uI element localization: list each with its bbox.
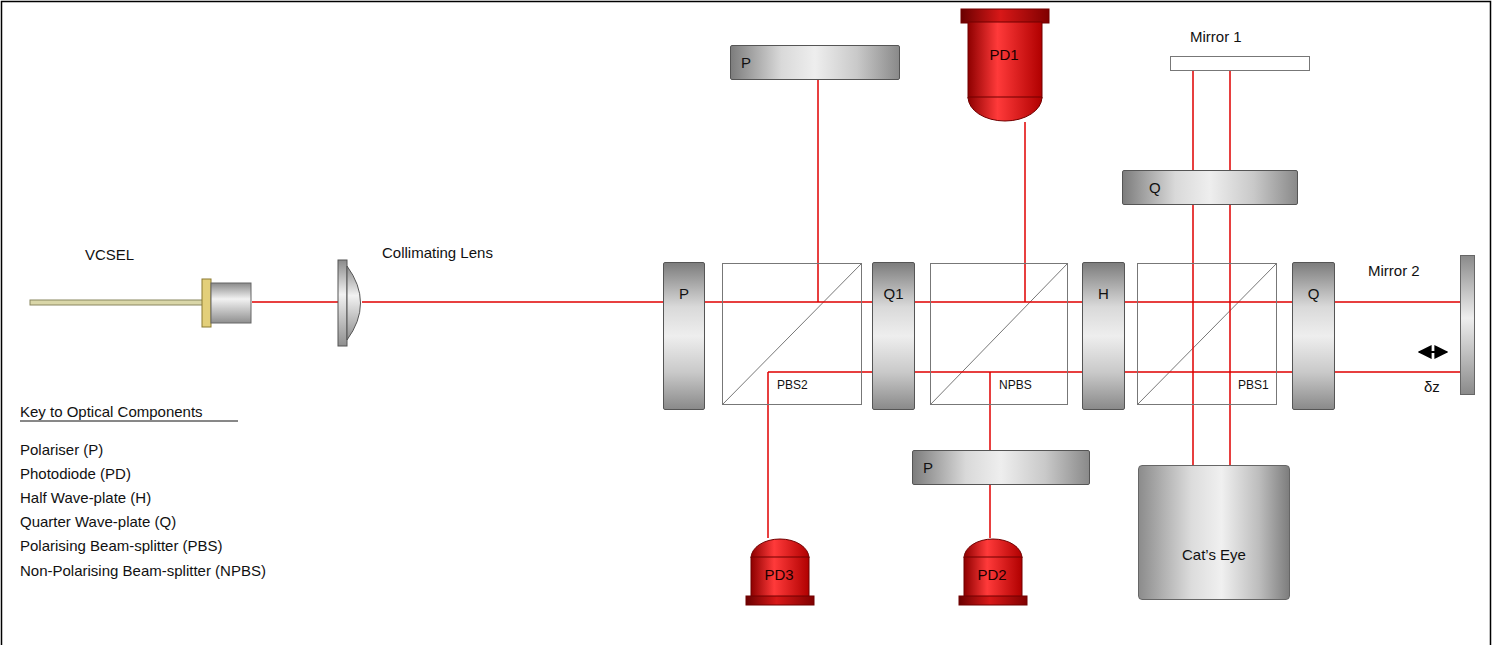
wave-plate: Q1 — [872, 262, 915, 410]
component-label: PD2 — [977, 566, 1006, 583]
component-label: PBS1 — [1238, 378, 1269, 392]
component-outline — [1460, 255, 1475, 395]
wave-plate: P — [912, 450, 1090, 485]
mirror: Mirror 2 — [1460, 255, 1475, 395]
photodiode-base — [746, 596, 814, 605]
photodiode-dome — [964, 539, 1022, 558]
laser-beam — [1335, 302, 1460, 372]
wave-plate: P — [730, 45, 900, 80]
photodiode-dome — [968, 97, 1042, 121]
key-entry: Photodiode (PD) — [20, 465, 131, 482]
part-label: VCSEL — [85, 246, 134, 263]
component-outline — [960, 8, 1050, 122]
heading-underline — [20, 421, 238, 422]
laser-beam — [1193, 71, 1230, 170]
beam-splitter: PBS1 — [1137, 263, 1277, 405]
component-label: H — [1098, 285, 1109, 302]
component-outline — [1170, 56, 1310, 71]
key-entry: Quarter Wave-plate (Q) — [20, 513, 176, 530]
beam-splitter: NPBS — [930, 263, 1068, 405]
wave-plate: H — [1082, 262, 1125, 410]
key-entry: Polariser (P) — [20, 441, 103, 458]
component-label: P — [923, 459, 933, 476]
laser-source: VCSEL — [30, 278, 252, 328]
photodiode-base — [959, 596, 1027, 605]
displacement-label: δz — [1424, 378, 1440, 395]
component-outline — [30, 278, 252, 328]
laser-beam — [915, 302, 930, 372]
mirror-surface — [1171, 57, 1310, 71]
laser-beam — [1137, 263, 1277, 405]
part-label: Collimating Lens — [382, 244, 493, 261]
component-label: Q — [1149, 179, 1161, 196]
lens-dome — [347, 266, 361, 340]
component-label: Q — [1308, 285, 1320, 302]
component-label: PD3 — [764, 566, 793, 583]
component-label: NPBS — [999, 378, 1032, 392]
mirror: Mirror 1 — [1170, 56, 1310, 71]
component-label: P — [679, 285, 689, 302]
laser-beam — [989, 405, 991, 450]
laser-lead — [30, 300, 204, 305]
laser-beam — [1068, 302, 1082, 372]
displacement-arrow — [1419, 351, 1447, 353]
splitter-diagonal — [1137, 263, 1277, 405]
laser-can — [211, 283, 251, 323]
key-entry: Half Wave-plate (H) — [20, 489, 151, 506]
laser-beam — [362, 301, 663, 303]
laser-beam — [989, 485, 991, 538]
component-label: Cat’s Eye — [1182, 546, 1246, 563]
part-label: Mirror 2 — [1368, 262, 1420, 279]
laser-beam — [1277, 302, 1292, 372]
laser-beam — [930, 263, 1068, 405]
part-label: Mirror 1 — [1190, 28, 1242, 45]
component-outline — [338, 260, 362, 346]
cats-eye-reflector: Cat’s Eye — [1138, 465, 1290, 600]
mirror-surface — [1461, 256, 1475, 395]
wave-plate: Q — [1292, 262, 1335, 410]
laser-beam — [817, 80, 819, 263]
beam-splitter: PBS2 — [722, 263, 862, 405]
laser-flange — [202, 279, 211, 327]
lens-mount — [338, 260, 347, 346]
laser-beam — [1193, 405, 1230, 465]
collimating-lens: Collimating Lens — [338, 260, 362, 346]
component-label: Q1 — [883, 285, 903, 302]
key-entry: Non-Polarising Beam-splitter (NPBS) — [20, 562, 266, 579]
photodiode-body — [964, 557, 1022, 597]
splitter-diagonal — [930, 263, 1068, 405]
laser-beam — [252, 301, 338, 303]
key-heading: Key to Optical Components — [20, 403, 203, 420]
laser-beam — [1193, 205, 1230, 263]
photodiode: PD2 — [958, 538, 1028, 606]
component-label: P — [741, 54, 751, 71]
photodiode-dome — [751, 539, 809, 558]
laser-beam — [705, 301, 722, 303]
laser-beam — [722, 263, 862, 405]
laser-beam — [862, 302, 872, 372]
component-label: PBS2 — [777, 378, 808, 392]
photodiode: PD3 — [745, 538, 815, 606]
photodiode: PD1 — [960, 8, 1050, 122]
photodiode-body — [968, 22, 1042, 98]
photodiode-body — [751, 557, 809, 597]
key-entry: Polarising Beam-splitter (PBS) — [20, 537, 223, 554]
photodiode-base — [961, 9, 1049, 23]
wave-plate: P — [663, 262, 705, 410]
component-label: PD1 — [989, 46, 1018, 63]
splitter-diagonal — [722, 263, 862, 405]
laser-beam — [767, 405, 769, 538]
wave-plate: Q — [1122, 170, 1298, 205]
laser-beam — [1024, 122, 1026, 263]
laser-beam — [1125, 302, 1137, 372]
